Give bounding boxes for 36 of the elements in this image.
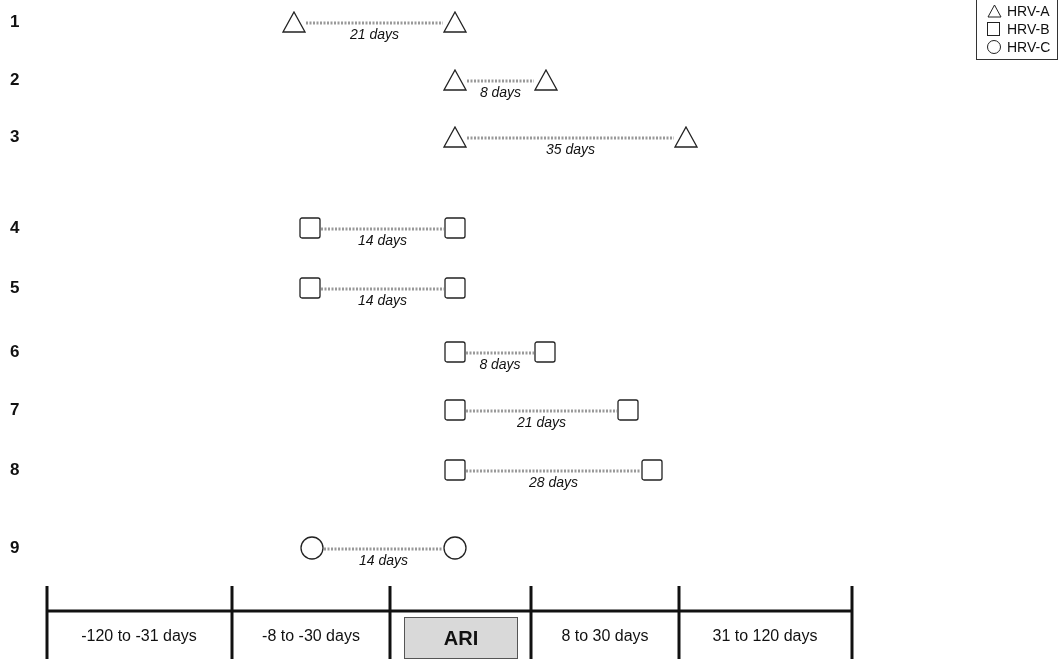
dotted-line — [321, 227, 444, 231]
row-number: 2 — [10, 70, 20, 90]
edge-label: 21 days — [348, 26, 401, 42]
period-label: 8 to 30 days — [561, 627, 649, 645]
legend-label: HRV-A — [1007, 3, 1050, 19]
legend-label: HRV-C — [1007, 39, 1051, 55]
row-number: 9 — [10, 538, 20, 558]
event-label: ARI — [443, 626, 479, 650]
edge-label: 14 days — [356, 292, 409, 308]
event-box — [404, 617, 518, 659]
edge-label: 8 days — [477, 84, 524, 100]
edge-label: 35 days — [544, 141, 597, 157]
row-number: 7 — [10, 400, 20, 420]
period-label: -120 to -31 days — [81, 627, 197, 645]
dotted-line — [466, 469, 641, 473]
period-label: -8 to -30 days — [262, 627, 360, 645]
legend-label: HRV-B — [1007, 21, 1050, 37]
dotted-line — [321, 287, 444, 291]
row-number: 5 — [10, 278, 20, 298]
edge-label: 21 days — [515, 414, 568, 430]
row-number: 3 — [10, 127, 20, 147]
edge-label: 14 days — [356, 232, 409, 248]
edge-label: 28 days — [527, 474, 580, 490]
row-number: 8 — [10, 460, 20, 480]
dotted-line — [467, 79, 534, 83]
period-label: 31 to 120 days — [712, 627, 818, 645]
dotted-line — [466, 351, 534, 355]
edge-label: 8 days — [477, 356, 523, 372]
dotted-line — [324, 547, 443, 551]
row-number: 6 — [10, 342, 20, 362]
dotted-line — [306, 21, 443, 25]
edge-label: 14 days — [357, 552, 410, 568]
row-number: 1 — [10, 12, 20, 32]
dotted-line — [467, 136, 674, 140]
row-number: 4 — [10, 218, 20, 238]
dotted-line — [466, 409, 617, 413]
